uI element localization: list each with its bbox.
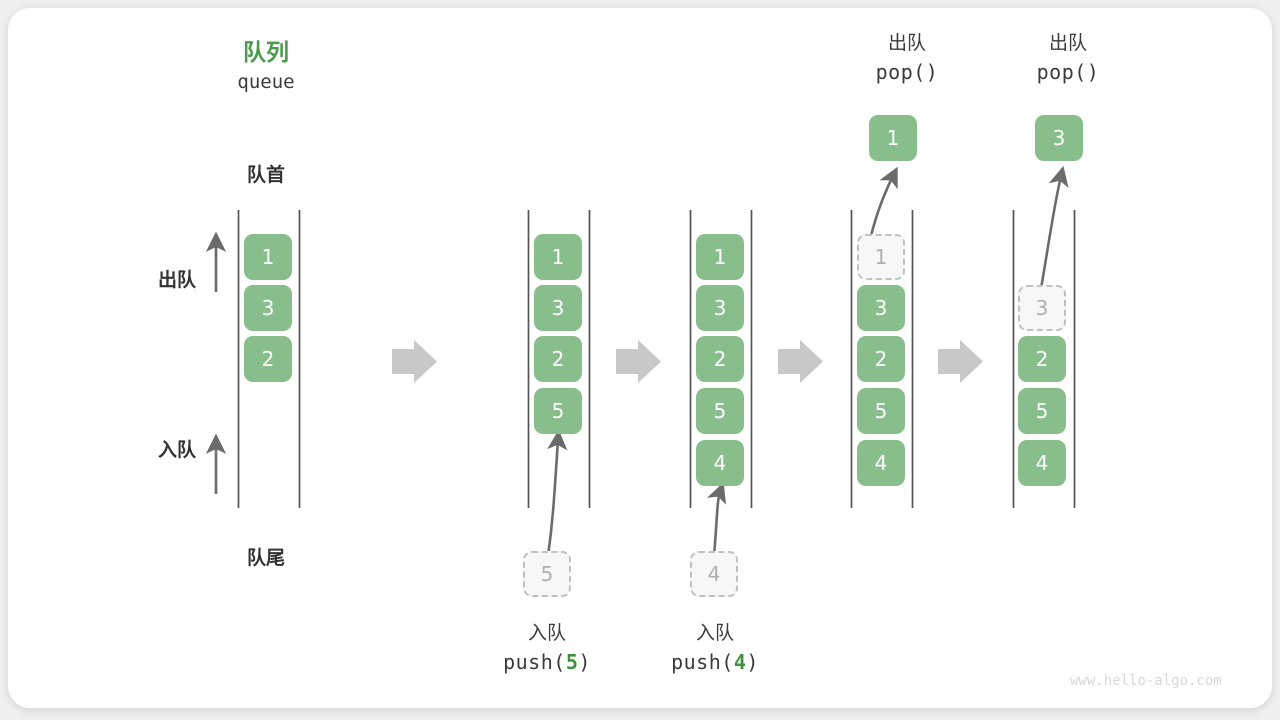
- diagram-card: [8, 8, 1272, 708]
- page-subtitle: queue: [237, 71, 295, 93]
- popped-element: 1: [869, 115, 917, 161]
- dequeue-label: 出队: [157, 269, 196, 291]
- queue-element: 5: [857, 388, 905, 434]
- watermark: www.hello-algo.com: [1070, 673, 1222, 689]
- push-5-caption-cn: 入队: [527, 622, 566, 644]
- push-5-caption: 入队 push(5): [452, 620, 642, 677]
- queue-element: 4: [1018, 440, 1066, 486]
- popped-element: 3: [1035, 115, 1083, 161]
- queue-element: 3: [857, 285, 905, 331]
- queue-element: 2: [1018, 336, 1066, 382]
- queue-element: 2: [696, 336, 744, 382]
- pop-1-caption-code: pop(): [875, 59, 939, 84]
- queue-element-new: 4: [696, 440, 744, 486]
- pop-3-caption: 出队 pop(): [973, 30, 1163, 87]
- push-4-caption-code: push(4): [671, 649, 759, 674]
- queue-element: 2: [244, 336, 292, 382]
- pop-3-caption-cn: 出队: [1048, 32, 1087, 54]
- pop-3-caption-code: pop(): [1036, 59, 1100, 84]
- queue-element: 3: [244, 285, 292, 331]
- queue-element: 1: [534, 234, 582, 280]
- push-5-caption-code: push(5): [503, 649, 591, 674]
- ghost-element: 5: [523, 551, 571, 597]
- ghost-element-removed: 3: [1018, 285, 1066, 331]
- pop-1-caption: 出队 pop(): [812, 30, 1002, 87]
- ghost-element-removed: 1: [857, 234, 905, 280]
- enqueue-label: 入队: [157, 439, 196, 461]
- queue-element: 5: [1018, 388, 1066, 434]
- queue-element: 2: [534, 336, 582, 382]
- push-4-caption: 入队 push(4): [620, 620, 810, 677]
- queue-element-new: 5: [534, 388, 582, 434]
- pop-1-caption-cn: 出队: [887, 32, 926, 54]
- head-label: 队首: [246, 164, 285, 186]
- ghost-element: 4: [690, 551, 738, 597]
- tail-label: 队尾: [246, 547, 285, 569]
- page-title: 队列: [243, 40, 289, 66]
- queue-element: 4: [857, 440, 905, 486]
- queue-element: 3: [696, 285, 744, 331]
- push-4-caption-cn: 入队: [695, 622, 734, 644]
- queue-element: 5: [696, 388, 744, 434]
- queue-element: 1: [244, 234, 292, 280]
- queue-element: 1: [696, 234, 744, 280]
- queue-element: 3: [534, 285, 582, 331]
- queue-element: 2: [857, 336, 905, 382]
